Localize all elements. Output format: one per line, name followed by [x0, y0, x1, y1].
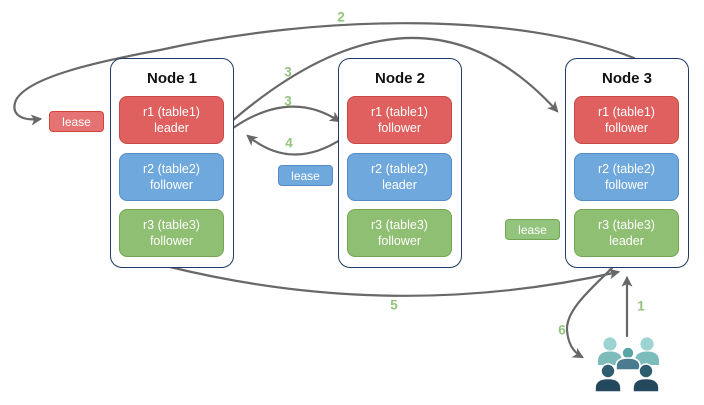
- replica-role: leader: [382, 178, 417, 192]
- arrow-step-4-node2r1-to-node1r1: [246, 134, 345, 156]
- step-label-2: 2: [337, 9, 345, 25]
- step-label-3b: 3: [284, 93, 292, 109]
- replica-role: follower: [149, 234, 194, 248]
- user-back-right: [635, 337, 659, 365]
- node-3-box: Node 3 r1 (table1) follower r2 (table2) …: [565, 58, 689, 268]
- node-2-title: Node 2: [374, 70, 425, 87]
- node1-r1-leader: r1 (table1) leader: [119, 96, 224, 144]
- step-label-1: 1: [637, 298, 645, 314]
- arrow-step-2-node3-to-lease1: [13, 22, 636, 126]
- step-label-6: 6: [558, 322, 566, 338]
- node3-r2-follower: r2 (table2) follower: [574, 153, 679, 201]
- replica-name: r3 (table3): [371, 218, 428, 232]
- node2-r2-leader: r2 (table2) leader: [347, 153, 452, 201]
- replica-name: r1 (table1): [143, 105, 200, 119]
- user-front-right: [632, 363, 660, 393]
- replica-name: r1 (table1): [371, 105, 428, 119]
- replica-role: follower: [149, 178, 194, 192]
- node-1-box: Node 1 r1 (table1) leader r2 (table2) fo…: [110, 58, 234, 268]
- user-front-left: [594, 363, 622, 393]
- step-label-3a: 3: [284, 64, 292, 80]
- node1-r2-follower: r2 (table2) follower: [119, 153, 224, 201]
- node2-r3-follower: r3 (table3) follower: [347, 209, 452, 257]
- replica-name: r2 (table2): [143, 162, 200, 176]
- user-middle: [615, 346, 641, 371]
- node3-r3-leader: r3 (table3) leader: [574, 209, 679, 257]
- step-label-4: 4: [285, 135, 293, 151]
- replica-name: r3 (table3): [143, 218, 200, 232]
- lease-badge-table2: lease: [278, 165, 333, 186]
- lease-badge-table3: lease: [505, 219, 560, 240]
- replica-role: follower: [604, 121, 649, 135]
- node3-r1-follower: r1 (table1) follower: [574, 96, 679, 144]
- replica-name: r3 (table3): [598, 218, 655, 232]
- node-2-box: Node 2 r1 (table1) follower r2 (table2) …: [338, 58, 462, 268]
- replica-name: r2 (table2): [598, 162, 655, 176]
- replica-role: leader: [609, 234, 644, 248]
- arrow-step-3-node1r1-to-node2r1: [231, 105, 341, 130]
- node-1-title: Node 1: [146, 70, 197, 87]
- replica-name: r1 (table1): [598, 105, 655, 119]
- node1-r3-follower: r3 (table3) follower: [119, 209, 224, 257]
- replica-role: follower: [377, 234, 422, 248]
- replica-role: follower: [377, 121, 422, 135]
- node-3-title: Node 3: [601, 70, 652, 87]
- replica-role: follower: [604, 178, 649, 192]
- arrow-step-6-node3-to-users: [565, 266, 614, 359]
- replica-name: r2 (table2): [371, 162, 428, 176]
- step-label-5: 5: [390, 297, 398, 313]
- user-back-left: [598, 337, 622, 365]
- arrow-step-5-node1-to-node3: [168, 265, 621, 297]
- lease-badge-table1: lease: [49, 111, 104, 132]
- node2-r1-follower: r1 (table1) follower: [347, 96, 452, 144]
- replica-role: leader: [154, 121, 189, 135]
